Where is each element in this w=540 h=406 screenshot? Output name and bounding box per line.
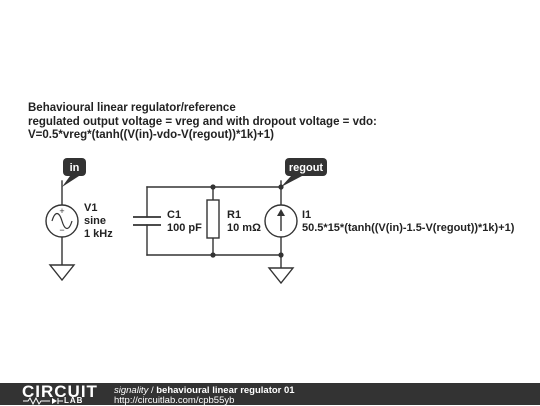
c1-value: 100 pF bbox=[167, 222, 202, 234]
net-label-regout-text: regout bbox=[289, 162, 324, 174]
junction-dot-bottom bbox=[210, 252, 216, 258]
v1-minus-sign: − bbox=[59, 225, 64, 235]
c1-name: C1 bbox=[167, 209, 181, 221]
description-line-3: V=0.5*vreg*(tanh((V(in)-vdo-V(regout))*1… bbox=[28, 129, 275, 141]
ground-icon-i1 bbox=[267, 267, 295, 285]
resistor-r1-symbol[interactable] bbox=[206, 199, 220, 239]
i1-expression: 50.5*15*(tanh((V(in)-1.5-V(regout))*1k)+… bbox=[302, 222, 515, 234]
footer-separator: / bbox=[148, 385, 157, 396]
logo-waveform-icon bbox=[23, 397, 63, 405]
footer-bar: CIRCUIT LAB signality / behavioural line… bbox=[0, 382, 540, 406]
r1-value: 10 mΩ bbox=[227, 222, 261, 234]
footer-title-line: signality / behavioural linear regulator… bbox=[114, 385, 295, 396]
net-label-in[interactable]: in bbox=[62, 158, 86, 187]
r1-name: R1 bbox=[227, 209, 241, 221]
net-label-in-text: in bbox=[70, 162, 80, 174]
v1-type: sine bbox=[84, 215, 106, 227]
footer-url-link[interactable]: http://circuitlab.com/cpb55yb bbox=[114, 395, 235, 406]
net-label-regout[interactable]: regout bbox=[281, 158, 327, 187]
circuitlab-logo-sub: LAB bbox=[64, 396, 84, 405]
footer-circuit-title: behavioural linear regulator 01 bbox=[156, 385, 295, 396]
description-line-1: Behavioural linear regulator/reference bbox=[28, 102, 236, 114]
arrow-head-icon bbox=[277, 209, 285, 216]
v1-value: 1 kHz bbox=[84, 228, 113, 240]
footer-user-link[interactable]: signality bbox=[114, 385, 149, 396]
junction-dot-top bbox=[210, 184, 216, 190]
voltage-source-v1-symbol[interactable]: + − bbox=[45, 204, 79, 238]
current-source-i1-symbol[interactable] bbox=[264, 204, 298, 238]
v1-plus-sign: + bbox=[59, 206, 64, 216]
ground-icon-v1 bbox=[48, 264, 76, 282]
i1-name: I1 bbox=[302, 209, 311, 221]
description-line-2: regulated output voltage = vreg and with… bbox=[28, 115, 377, 128]
sine-wave-icon bbox=[51, 212, 73, 230]
capacitor-c1-symbol[interactable] bbox=[133, 216, 161, 226]
circuit-description: Behavioural linear regulator/reference r… bbox=[28, 102, 377, 143]
v1-name: V1 bbox=[84, 202, 97, 214]
circuitlab-logo-text[interactable]: CIRCUIT bbox=[22, 382, 98, 401]
junction-dot-i1-bottom bbox=[278, 252, 284, 258]
